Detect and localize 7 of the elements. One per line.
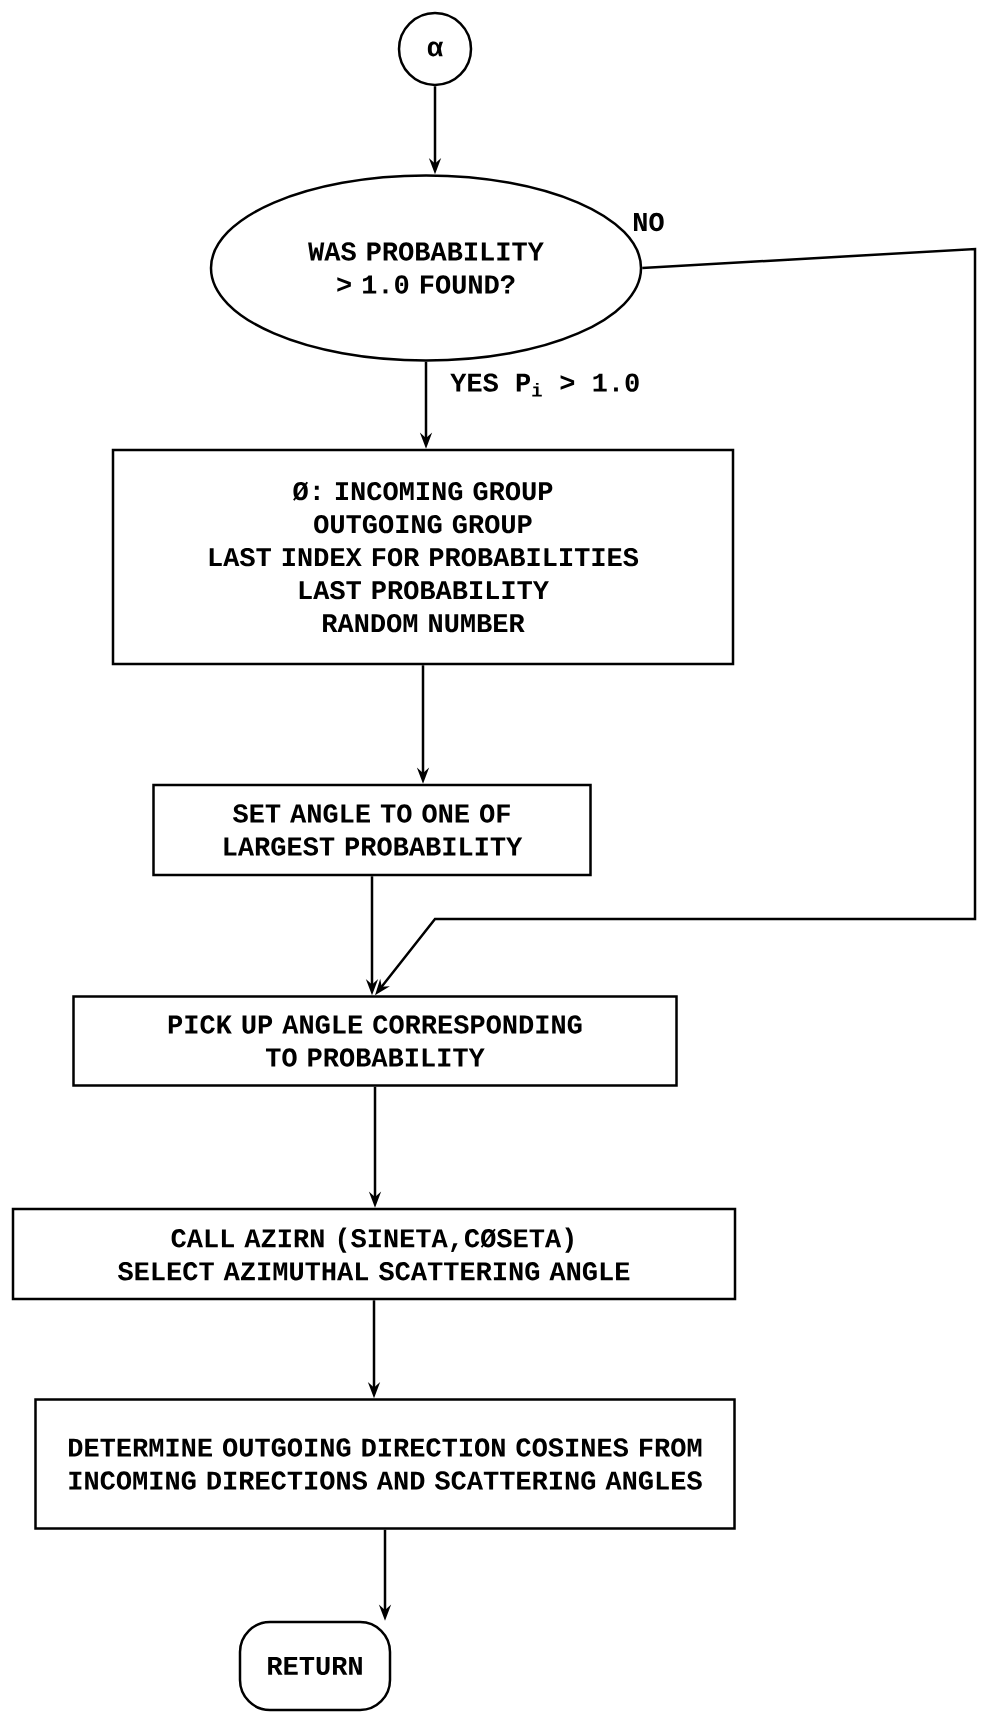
process-box: Ø: INCOMING GROUP OUTGOING GROUP LAST INDEX FOR PROBABILITIES LAST PROBABILITY RANDOM NUMBER bbox=[111, 448, 735, 666]
terminal-box: RETURN bbox=[238, 1620, 392, 1712]
process-box: SET ANGLE TO ONE OF LARGEST PROBABILITY bbox=[152, 783, 592, 877]
process-box: CALL AZIRN (SINETA,CØSETA) SELECT AZIMUTHAL SCATTERING ANGLE bbox=[11, 1207, 737, 1301]
process-box: PICK UP ANGLE CORRESPONDING TO PROBABILITY bbox=[72, 995, 678, 1087]
edge-label: YES P$_{i}$ > 1.0 bbox=[448, 371, 643, 399]
process-box: DETERMINE OUTGOING DIRECTION COSINES FROM INCOMING DIRECTIONS AND SCATTERING ANGLES bbox=[34, 1398, 736, 1530]
